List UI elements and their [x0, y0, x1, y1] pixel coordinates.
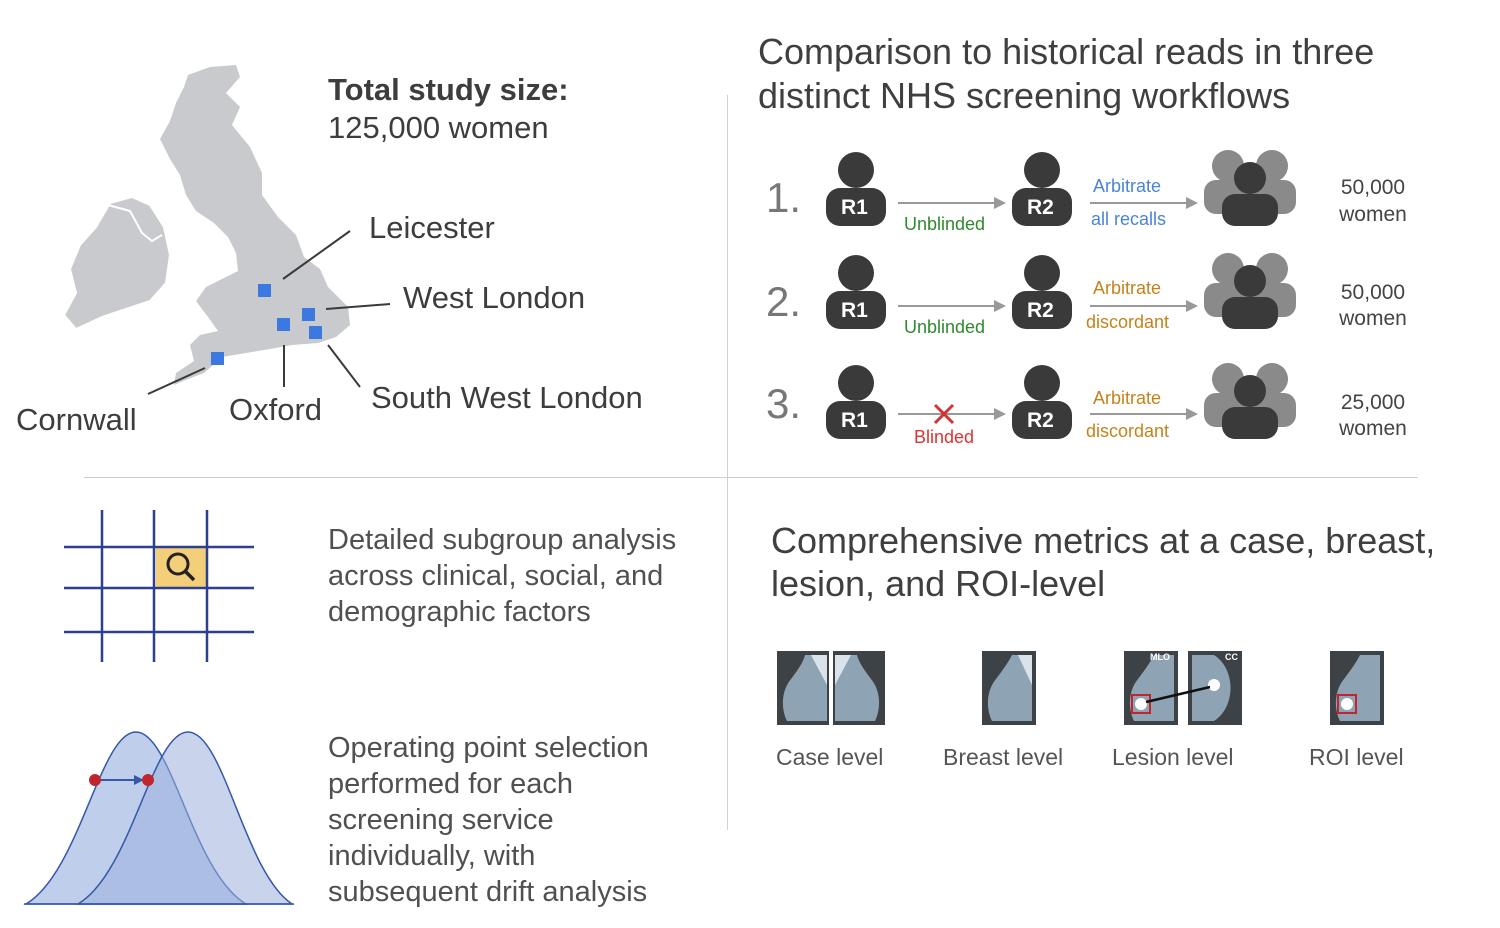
- site-marker-leicester: [258, 284, 271, 297]
- level-label-case: Case level: [776, 744, 884, 770]
- cohort-unit: women: [1339, 307, 1407, 330]
- lesion-level-image: [1124, 651, 1242, 725]
- site-marker-cornwall: [211, 352, 224, 365]
- site-marker-south-west-london: [309, 326, 322, 339]
- study-size-title: Total study size:: [328, 72, 569, 107]
- operating-point-new: [142, 774, 154, 786]
- arrow-r1-r2: [898, 197, 1006, 209]
- study-size-value: 125,000 women: [328, 110, 549, 145]
- arrow-r2-group: [1090, 300, 1198, 312]
- vertical-divider: [727, 95, 728, 830]
- roi-box: [1337, 694, 1357, 714]
- group-icon: [1204, 363, 1296, 439]
- site-label-oxford: Oxford: [229, 392, 323, 427]
- workflows-title-line1: Comparison to historical reads in three: [758, 31, 1375, 72]
- view-tag-cc: CC: [1225, 652, 1238, 662]
- reader-icon: [1012, 255, 1072, 329]
- great-britain-shape: [160, 65, 350, 385]
- arrow-r1-r2: [898, 300, 1006, 312]
- link-label: Unblinded: [904, 317, 986, 337]
- reader-icon: [826, 365, 886, 439]
- horizontal-divider: [84, 477, 1418, 478]
- link-label: Unblinded: [904, 214, 986, 234]
- cohort-unit: women: [1339, 417, 1407, 440]
- cohort-unit: women: [1339, 203, 1407, 226]
- leader-cornwall: [147, 367, 206, 395]
- subgroup-line: Detailed subgroup analysis: [328, 524, 677, 556]
- reader-badge-r2: R2: [1027, 409, 1054, 432]
- uk-map: [62, 65, 391, 395]
- arrow-r1-r2: [898, 408, 1006, 420]
- view-tag-mlo: MLO: [1150, 652, 1170, 662]
- arbitrate-rule: discordant: [1086, 312, 1170, 332]
- reader-icon: [826, 152, 886, 226]
- reader-icon: [826, 255, 886, 329]
- site-marker-west-london: [302, 308, 315, 321]
- case-level-image: [777, 651, 885, 725]
- reader-badge-r2: R2: [1027, 299, 1054, 322]
- metrics-title-line2: lesion, and ROI-level: [771, 563, 1106, 604]
- level-label-breast: Breast level: [943, 744, 1064, 770]
- subgroup-line: demographic factors: [328, 596, 591, 628]
- subgroup-text: Detailed subgroup analysis across clinic…: [328, 522, 676, 630]
- workflow-number: 2.: [766, 278, 802, 325]
- magnifier-icon: [166, 552, 196, 582]
- arbitrate-rule: discordant: [1086, 421, 1170, 441]
- site-label-south-west-london: South West London: [371, 380, 643, 415]
- reader-icon: [1012, 152, 1072, 226]
- group-icon: [1204, 253, 1296, 329]
- reader-badge-r1: R1: [841, 409, 868, 432]
- site-label-cornwall: Cornwall: [16, 402, 137, 437]
- reader-badge-r2: R2: [1027, 196, 1054, 219]
- leader-south-west-london: [327, 344, 361, 388]
- distribution-curve-b: [75, 731, 295, 905]
- site-label-leicester: Leicester: [369, 210, 495, 245]
- workflow-number: 1.: [766, 174, 802, 221]
- lesion-marker-mlo: [1135, 698, 1147, 710]
- roi-level-image: [1330, 651, 1384, 725]
- arbitrate-label: Arbitrate: [1093, 278, 1162, 298]
- arbitrate-label: Arbitrate: [1093, 388, 1162, 408]
- subgroup-line: across clinical, social, and: [328, 560, 664, 592]
- breast-level-image: [982, 651, 1036, 725]
- reader-icon: [1012, 365, 1072, 439]
- operating-line: performed for each: [328, 768, 574, 800]
- site-marker-oxford: [277, 318, 290, 331]
- metrics-title-line1: Comprehensive metrics at a case, breast,: [771, 520, 1436, 561]
- cohort-count: 50,000: [1340, 281, 1406, 304]
- level-label-roi: ROI level: [1309, 744, 1404, 770]
- cohort-count: 50,000: [1340, 176, 1406, 199]
- link-label: Blinded: [914, 427, 975, 447]
- reader-badge-r1: R1: [841, 196, 868, 219]
- distribution-shift-icon: [23, 731, 295, 905]
- lesion-link-line: [1145, 685, 1211, 704]
- leader-leicester: [282, 230, 351, 280]
- workflow-number: 3.: [766, 380, 802, 427]
- arbitrate-rule: all recalls: [1091, 209, 1167, 229]
- operating-text: Operating point selection performed for …: [328, 730, 649, 910]
- ni-border: [107, 204, 163, 243]
- subgroup-grid-icon: [64, 510, 254, 662]
- operating-line: subsequent drift analysis: [328, 876, 648, 908]
- operating-line: screening service: [328, 804, 554, 836]
- operating-line: Operating point selection: [328, 732, 649, 764]
- arrow-r2-group: [1090, 408, 1198, 420]
- group-icon: [1204, 150, 1296, 226]
- lesion-marker-cc: [1208, 679, 1220, 691]
- operating-point-old: [89, 774, 101, 786]
- workflows-title-line2: distinct NHS screening workflows: [758, 75, 1291, 116]
- ireland-shape: [62, 195, 172, 331]
- blinded-x-icon: [933, 403, 955, 425]
- leader-west-london: [325, 303, 391, 310]
- level-label-lesion: Lesion level: [1112, 744, 1234, 770]
- arbitrate-label: Arbitrate: [1093, 176, 1162, 196]
- reader-badge-r1: R1: [841, 299, 868, 322]
- arrow-r2-group: [1090, 197, 1198, 209]
- site-label-west-london: West London: [403, 280, 586, 315]
- cohort-count: 25,000: [1340, 391, 1406, 414]
- operating-line: individually, with: [328, 840, 536, 872]
